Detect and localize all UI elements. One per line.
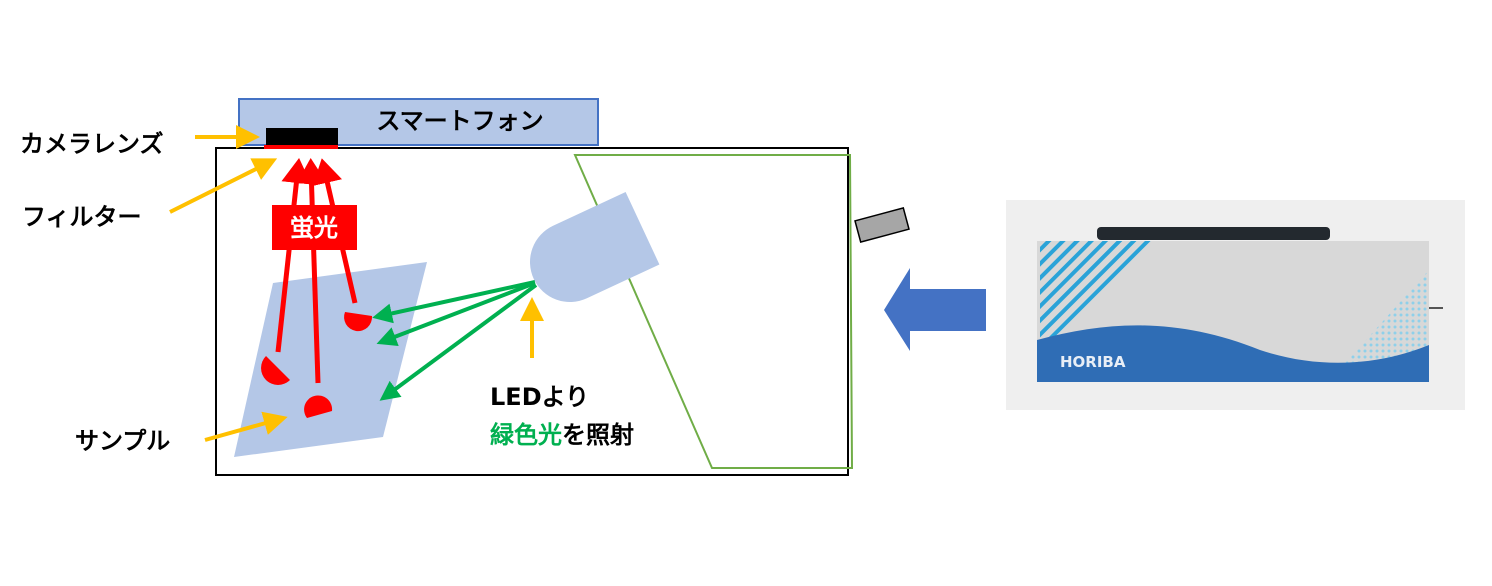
green-light-text: 緑色光	[490, 421, 562, 449]
measurement-chamber	[215, 147, 849, 476]
camera-lens	[266, 128, 338, 145]
lid-outline	[573, 154, 854, 469]
filter-label: フィルター	[22, 203, 142, 231]
direction-arrow	[884, 268, 986, 351]
horiba-logo: HORIBA	[1060, 353, 1126, 371]
fluorescence-label: 蛍光	[290, 214, 338, 242]
connector-part	[854, 206, 910, 244]
smartphone-label: スマートフォン	[376, 107, 543, 135]
filter	[264, 145, 338, 149]
led-label: LEDより	[490, 383, 589, 411]
fluorescence-label-box	[272, 205, 357, 250]
device-photo: HORIBA	[1006, 200, 1465, 410]
irradiate-text: を照射	[562, 421, 634, 449]
sample-plate	[234, 262, 427, 457]
pointer-arrows	[169, 125, 544, 442]
led	[530, 191, 660, 302]
camera-lens-label: カメラレンズ	[20, 130, 164, 158]
fluorescent-particles	[261, 312, 373, 418]
sample-label: サンプル	[75, 427, 170, 455]
green-light-arrows	[372, 280, 538, 401]
led-description: 緑色光を照射	[490, 421, 634, 449]
